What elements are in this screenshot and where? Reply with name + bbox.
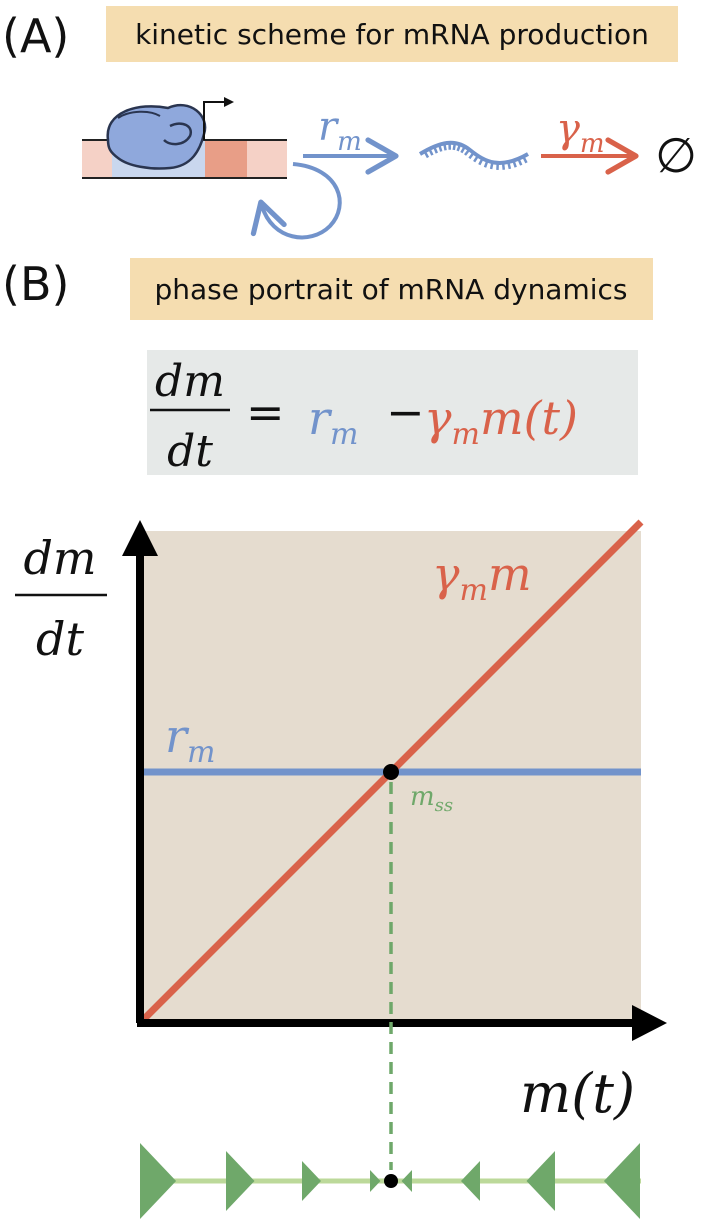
panel-b-title-box [130, 258, 653, 320]
phase-line-arrow-left [401, 1170, 412, 1192]
panel-b-label: (B) [2, 257, 69, 311]
y-axis-arrowhead [122, 520, 158, 556]
mrna-base [473, 155, 479, 163]
y-axis-label-den: dt [36, 612, 84, 666]
production-line-label: rm [165, 709, 215, 770]
steady-state-label: mss [410, 782, 453, 816]
promoter-arrowhead [224, 97, 234, 107]
mrna-base [489, 161, 494, 170]
dna-segment [82, 140, 112, 178]
mrna-base [443, 143, 447, 151]
steady-state-point [383, 764, 399, 780]
degradation-rate-label: γm [556, 106, 605, 159]
dna-segment [247, 140, 287, 178]
panel-a: (A) kinetic scheme for mRNA production r… [2, 6, 697, 240]
governing-equation: dm dt = rm − γmm(t) [150, 356, 578, 477]
mrna-base [452, 142, 457, 151]
promoter-arrow-icon [203, 101, 228, 140]
recycle-arrow-icon [250, 162, 342, 240]
x-axis-arrowhead [632, 1005, 667, 1041]
equation-equals: = [246, 385, 285, 439]
y-axis-label-num: dm [23, 531, 96, 585]
panel-a-label: (A) [2, 9, 69, 63]
mrna-base [468, 152, 475, 160]
phase-line-arrow-left [526, 1151, 555, 1211]
mrna-base [478, 157, 484, 166]
mrna-base [512, 160, 517, 168]
dna-segment [205, 140, 247, 178]
mrna-base [456, 143, 462, 152]
phase-line-fixed-point [384, 1174, 398, 1188]
degraded-symbol: ∅ [655, 128, 697, 184]
mrna-icon [418, 140, 529, 170]
panel-a-title: kinetic scheme for mRNA production [135, 18, 649, 51]
equation-box [147, 350, 638, 475]
mrna-base [522, 155, 528, 164]
degradation-line-label: γmm [432, 547, 532, 608]
phase-line-arrow-right [226, 1151, 255, 1211]
equation-production-term: rm [308, 391, 358, 452]
mrna-base [517, 158, 523, 166]
y-axis-label: dm dt [15, 531, 107, 666]
phase-line-arrow-right [302, 1161, 321, 1201]
mrna-base [483, 160, 489, 168]
mrna-base [433, 146, 438, 154]
equation-denominator: dt [167, 426, 213, 477]
rna-polymerase-icon [106, 103, 207, 170]
panel-b: (B) phase portrait of mRNA dynamics dm d… [2, 257, 667, 1219]
mrna-base [428, 148, 434, 156]
production-rate-label: rm [318, 104, 362, 157]
equation-degradation-term: γmm(t) [424, 391, 578, 452]
mrna-base [460, 145, 466, 154]
x-axis-label: m(t) [520, 1062, 635, 1125]
phase-line-arrow-right [140, 1143, 177, 1219]
phase-line-arrow-left [461, 1161, 480, 1201]
phase-line-arrow-right [370, 1170, 381, 1192]
panel-a-title-box [106, 6, 678, 62]
mrna-base [507, 161, 512, 170]
panel-b-title: phase portrait of mRNA dynamics [154, 273, 627, 306]
mrna-base [501, 162, 506, 170]
mrna-base [464, 148, 471, 156]
mrna-base [437, 144, 443, 152]
equation-numerator: dm [155, 356, 225, 407]
equation-minus: − [386, 385, 425, 439]
phase-line-arrow-left [603, 1143, 640, 1219]
mrna-base [423, 150, 430, 159]
